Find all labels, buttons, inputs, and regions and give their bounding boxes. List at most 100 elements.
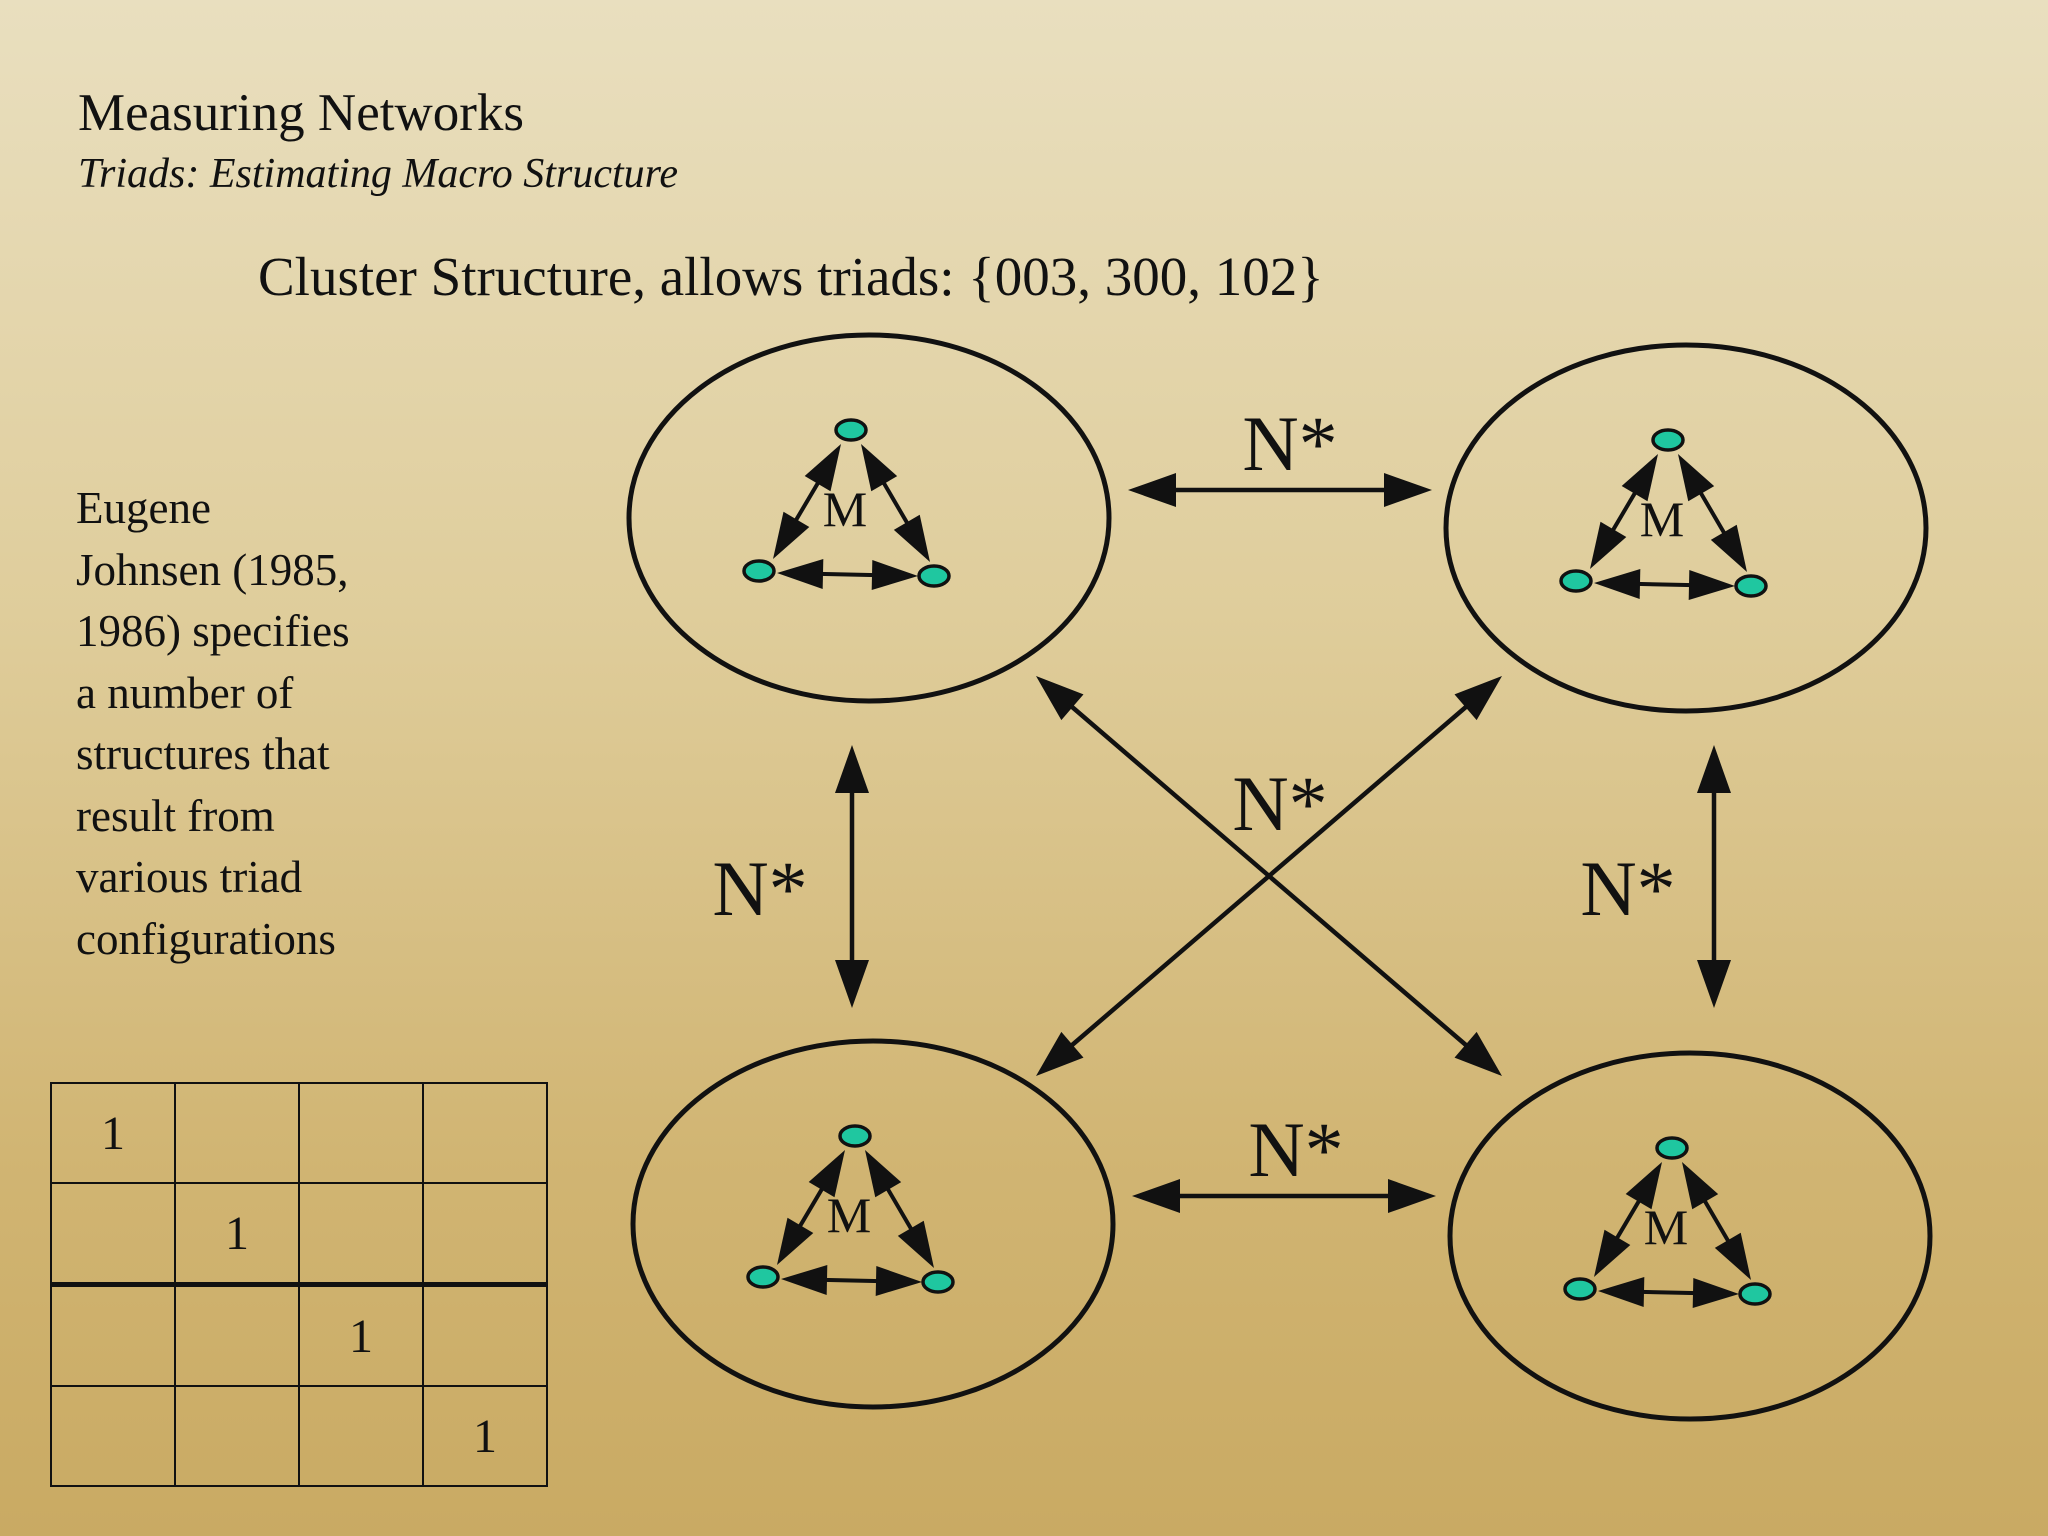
matrix-row: 1 (50, 1182, 548, 1286)
matrix-cell (298, 1385, 424, 1487)
triad-edge (1678, 454, 1747, 572)
arrowhead (1594, 568, 1641, 599)
cluster-ellipse (1443, 342, 1929, 714)
matrix-cell (422, 1182, 548, 1286)
matrix-cell (298, 1182, 424, 1286)
arrowhead (1682, 1162, 1719, 1210)
arrowhead (1688, 570, 1735, 601)
triad-edge (1598, 1276, 1739, 1309)
arrow-shaft (881, 1180, 918, 1238)
cluster-ellipse (626, 332, 1112, 704)
triad-node (834, 418, 868, 442)
arrowhead (1590, 521, 1627, 569)
description-line: a number of (76, 667, 294, 718)
arrowhead (1598, 1276, 1645, 1307)
cluster-structure-heading: Cluster Structure, allows triads: {003, … (258, 246, 1324, 307)
matrix-cell: 1 (298, 1282, 424, 1387)
link-label: N* (712, 845, 807, 932)
description-line: configurations (76, 913, 336, 964)
matrix-cell (50, 1282, 176, 1387)
slide-title: Measuring Networks (78, 84, 524, 142)
triad-edge (1594, 1162, 1662, 1277)
triad-edge (861, 444, 930, 562)
arrowhead (1621, 454, 1658, 502)
arrowhead (1697, 745, 1731, 793)
links-layer: N* N* N* N* N* (712, 400, 1731, 1213)
between-cluster-link: N* (1128, 400, 1432, 507)
triad-node (1655, 1136, 1689, 1160)
between-cluster-link: N* (1580, 745, 1731, 1008)
arrowhead (1036, 676, 1084, 721)
matrix-cell (174, 1082, 300, 1184)
arrowhead (1128, 473, 1176, 507)
triad-edge (865, 1150, 934, 1268)
triad-node (921, 1270, 955, 1294)
clusters-layer: M M M M (626, 332, 1933, 1422)
arrowhead (804, 444, 841, 492)
cluster: M (630, 1038, 1116, 1410)
description-line: Eugene (76, 483, 211, 533)
triad-edge (777, 558, 918, 591)
cluster-label: M (1640, 491, 1684, 547)
link-label: N* (1580, 845, 1675, 932)
arrow-shaft (877, 474, 914, 532)
arrow-shaft (1698, 1192, 1735, 1250)
arrow-shaft (1063, 699, 1475, 1053)
triad-edge (781, 1264, 922, 1297)
cluster-label: M (1644, 1199, 1688, 1255)
arrowhead (871, 560, 918, 591)
arrowhead (1388, 1179, 1436, 1213)
description-line: various triad (76, 852, 303, 902)
triad-edge (1590, 454, 1658, 569)
arrowhead (1678, 454, 1715, 502)
arrowhead (1710, 524, 1747, 572)
block-matrix: 1 1 1 1 (50, 1082, 548, 1487)
slide-subtitle: Triads: Estimating Macro Structure (78, 151, 679, 197)
triad-node (838, 1124, 872, 1148)
matrix-row: 1 (50, 1385, 548, 1487)
matrix-row: 1 (50, 1082, 548, 1184)
arrowhead (773, 511, 810, 559)
arrowhead (808, 1150, 845, 1198)
description-line: result from (76, 790, 275, 841)
arrowhead (865, 1150, 902, 1198)
arrowhead (1625, 1162, 1662, 1210)
triad-node (742, 559, 776, 583)
arrow-shaft (1611, 1192, 1645, 1247)
arrowhead (897, 1220, 934, 1268)
arrowhead (875, 1266, 922, 1297)
arrow-shaft (817, 1277, 886, 1284)
arrowhead (777, 558, 824, 589)
triad-edge (777, 1150, 845, 1265)
matrix-row: 1 (50, 1282, 548, 1387)
arrow-shaft (1634, 1289, 1703, 1296)
arrowhead (777, 1217, 814, 1265)
arrow-shaft (790, 474, 824, 529)
cluster-label: M (827, 1187, 871, 1243)
link-label: N* (1232, 760, 1327, 847)
matrix-cell: 1 (422, 1385, 548, 1487)
triad-node (746, 1265, 780, 1289)
triad-node (1734, 574, 1768, 598)
arrow-shaft (1607, 484, 1641, 539)
between-cluster-link: N* (712, 745, 869, 1008)
arrow-shaft (813, 571, 882, 578)
link-label: N* (1242, 400, 1337, 487)
cluster: M (626, 332, 1112, 704)
arrowhead (1384, 473, 1432, 507)
description-line: structures that (76, 729, 330, 779)
arrow-shaft (794, 1180, 828, 1235)
between-cluster-link: N* (1132, 1106, 1436, 1213)
matrix-cell (422, 1082, 548, 1184)
triad-node (1738, 1282, 1772, 1306)
arrowhead (1454, 1031, 1502, 1076)
arrow-shaft (1694, 484, 1731, 542)
triad-node (1559, 569, 1593, 593)
arrowhead (1132, 1179, 1180, 1213)
triad-node (1651, 428, 1685, 452)
matrix-cell (50, 1182, 176, 1286)
arrowhead (1454, 676, 1502, 721)
arrowhead (835, 745, 869, 793)
arrowhead (1594, 1229, 1631, 1277)
